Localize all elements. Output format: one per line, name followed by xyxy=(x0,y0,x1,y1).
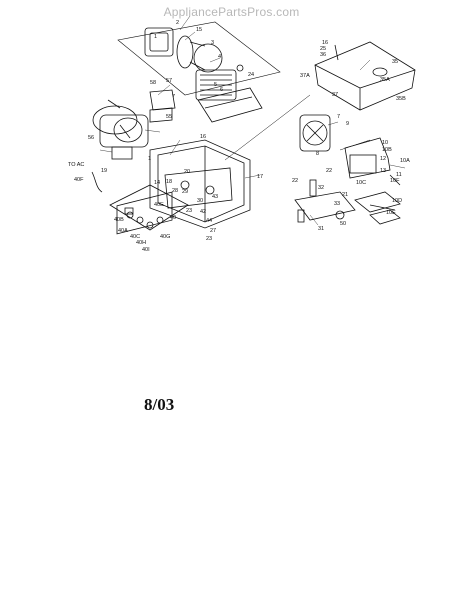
callout-18: 18 xyxy=(166,179,172,185)
callout-58: 58 xyxy=(150,80,156,86)
callout-16: 16 xyxy=(200,134,206,140)
callout-40: 40 xyxy=(170,215,176,221)
callout-40f: 40F xyxy=(74,177,84,183)
callout-37a: 37A xyxy=(300,73,310,79)
callout-40g: 40G xyxy=(160,234,170,240)
callout-23b: 23 xyxy=(206,236,212,242)
callout-40i: 40I xyxy=(142,247,150,253)
callout-1: 1 xyxy=(154,34,157,40)
control-panel xyxy=(91,171,189,235)
callout-28: 28 xyxy=(172,188,178,194)
callout-50: 50 xyxy=(340,221,346,227)
callout-7b: 7 xyxy=(337,114,340,120)
callout-to-ac: TO AC xyxy=(68,162,84,168)
callout-40b: 40B xyxy=(114,217,124,223)
callout-22b: 22 xyxy=(292,178,298,184)
bracket-parts xyxy=(149,87,263,123)
callout-20: 20 xyxy=(184,169,190,175)
callout-42: 42 xyxy=(200,209,206,215)
callout-8: 8 xyxy=(316,151,319,157)
callout-40a: 40A xyxy=(118,228,128,234)
callout-9: 9 xyxy=(346,121,349,127)
callout-10c: 10C xyxy=(356,180,366,186)
revision-date: 8/03 xyxy=(144,395,175,414)
engine-block xyxy=(92,99,149,160)
callout-35: 35 xyxy=(392,59,398,65)
callout-55: 55 xyxy=(166,114,172,120)
base-bracket xyxy=(294,179,401,225)
callout-13: 13 xyxy=(380,168,386,174)
callout-4: 4 xyxy=(218,54,221,60)
fuel-tank xyxy=(224,41,416,161)
frame xyxy=(149,139,251,229)
callout-44: 44 xyxy=(206,218,212,224)
callout-56: 56 xyxy=(88,135,94,141)
callout-7: 7 xyxy=(172,94,175,100)
callout-10f: 10F xyxy=(390,178,400,184)
callout-12: 12 xyxy=(380,156,386,162)
callout-5: 5 xyxy=(214,82,217,88)
callout-43: 43 xyxy=(212,194,218,200)
callout-27: 27 xyxy=(210,228,216,234)
callout-40c: 40C xyxy=(130,234,140,240)
callout-33: 33 xyxy=(334,201,340,207)
callout-2: 2 xyxy=(176,20,179,26)
callout-6: 6 xyxy=(220,87,223,93)
callout-15: 15 xyxy=(196,27,202,33)
callout-36: 36 xyxy=(320,52,326,58)
callout-35a: 35A xyxy=(380,77,390,83)
callout-30: 30 xyxy=(197,198,203,204)
callout-14: 14 xyxy=(154,180,160,186)
callout-37: 37 xyxy=(332,92,338,98)
muffler-assembly xyxy=(299,114,401,186)
callout-10d: 10D xyxy=(392,198,402,204)
callout-11: 11 xyxy=(396,172,402,178)
callout-31: 31 xyxy=(318,226,324,232)
callout-labels: 2 1 15 3 4 5 6 58 57 7 24 55 56 1 16 19 … xyxy=(68,20,410,253)
callout-17: 17 xyxy=(257,174,263,180)
callout-35b: 35B xyxy=(396,96,406,102)
callout-40h: 40H xyxy=(136,240,146,246)
callout-16b: 16 xyxy=(322,40,328,46)
callout-21: 21 xyxy=(342,192,348,198)
callout-25: 25 xyxy=(320,46,326,52)
callout-24: 24 xyxy=(248,72,254,78)
callout-1b: 1 xyxy=(148,156,151,162)
callout-19: 19 xyxy=(101,168,107,174)
callout-57: 57 xyxy=(166,78,172,84)
callout-40e: 40E xyxy=(154,202,164,208)
callout-10e: 10E xyxy=(386,210,396,216)
watermark-text: AppliancePartsPros.com xyxy=(163,5,300,19)
callout-10b: 10B xyxy=(382,147,392,153)
callout-10a: 10A xyxy=(400,158,410,164)
callout-23: 23 xyxy=(186,208,192,214)
callout-10: 10 xyxy=(382,140,388,146)
callout-22: 22 xyxy=(326,168,332,174)
alternator-assembly xyxy=(117,21,281,101)
callout-32: 32 xyxy=(318,185,324,191)
callout-3: 3 xyxy=(211,40,214,46)
callout-29: 29 xyxy=(182,189,188,195)
